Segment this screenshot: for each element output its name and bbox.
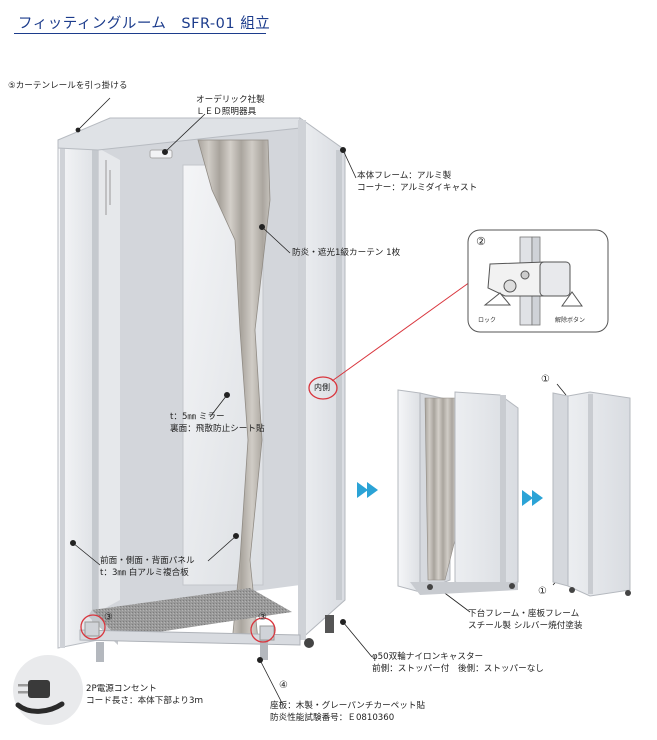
base-frame-label: 下台フレーム・座板フレーム スチール製 シルバー焼付塗装 (468, 609, 583, 631)
curtain-label: 防炎・遮光1級カーテン 1枚 (292, 248, 401, 258)
frame-label: 本体フレーム：アルミ製 コーナー：アルミダイキャスト (357, 171, 478, 193)
floor-label: 座板：木製・グレーパンチカーペット貼 防炎性能試験番号：Ｅ0810360 (270, 701, 426, 723)
panel-label: 前面・側面・背面パネル t：3㎜ 白アルミ複合板 (100, 556, 195, 578)
detail-release-label: 解除ボタン (555, 317, 586, 324)
led-light-label: オーデリック社製 ＬＥＤ照明器具 (196, 95, 265, 117)
inner-side-label: 内側 (314, 383, 330, 392)
detail-inset (467, 229, 609, 333)
marker-4: ④ (279, 680, 288, 691)
folded-booth-partial (397, 389, 519, 595)
outlet-label: 2P電源コンセント コード長さ：本体下部より3ｍ (86, 684, 204, 706)
folded-marker-top: ① (541, 374, 550, 385)
caster-label: φ50双輪ナイロンキャスター 前側：ストッパー付 後側：ストッパーなし (372, 652, 544, 674)
floor-carpet (92, 588, 292, 638)
folded-marker-bottom: ① (538, 586, 547, 597)
title-underline (14, 33, 266, 34)
mirror-label: t：5㎜ ミラー 裏面：飛散防止シート貼 (170, 412, 265, 434)
detail-lock-label: ロック (478, 317, 497, 324)
detail-number: ② (476, 235, 486, 248)
marker-3-right: ③ (258, 612, 267, 623)
curtain-rail-label: ⑤カーテンレールを引っ掛ける (8, 81, 128, 91)
marker-circle-right (250, 617, 276, 643)
power-plug-icon (13, 655, 83, 725)
detail-connector (331, 281, 471, 382)
marker-circle-left (80, 614, 106, 640)
folded-booth-full (552, 391, 631, 597)
page-title: フィッティングルーム SFR-01 組立 (18, 16, 271, 32)
step-arrows (357, 482, 543, 506)
marker-3-left: ③ (104, 612, 113, 623)
led-light (149, 149, 173, 159)
main-booth (57, 117, 346, 662)
inner-side-circle (308, 376, 338, 400)
